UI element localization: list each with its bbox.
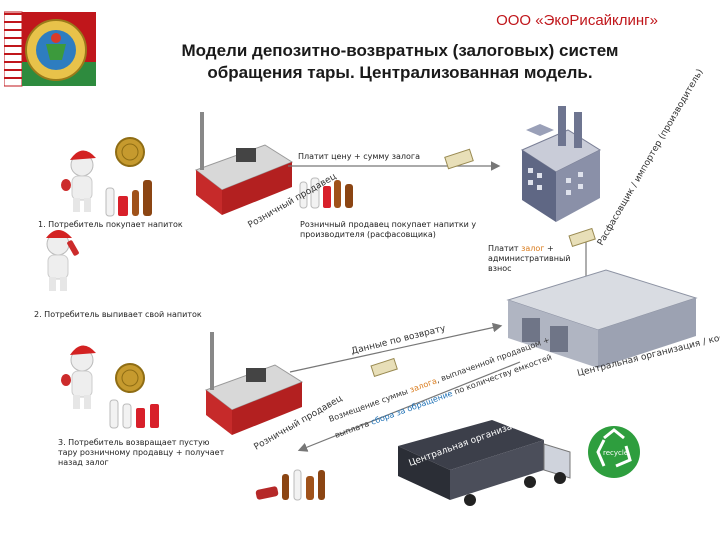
factory-icon <box>520 106 602 222</box>
consumer-figure-1 <box>61 150 96 212</box>
money-icon-1 <box>444 148 474 170</box>
empty-containers-icon <box>109 399 159 429</box>
company-name: ООО «ЭкоРисайклинг» <box>496 12 658 29</box>
pay-price-deposit-label: Платит цену + сумму залога <box>298 152 420 161</box>
coin-icon-1 <box>115 137 145 167</box>
step-3-label: 3. Потребитель возвращает пустую тару ро… <box>58 438 225 467</box>
recycle-label: recycle <box>603 449 628 457</box>
collection-truck-icon <box>398 420 571 506</box>
pays-deposit-label: Платит залог + административный взнос <box>488 244 571 273</box>
checkout-counter-icon-2 <box>204 332 304 435</box>
drinks-icon-1 <box>105 180 152 217</box>
title-line-2: обращения тары. Централизованная модель. <box>207 63 593 82</box>
retailer-buys-label: Розничный продавец покупает напитки у пр… <box>300 220 477 239</box>
coin-icon-2 <box>115 363 145 393</box>
drinks-icon-2 <box>299 177 353 209</box>
step-2-label: 2. Потребитель выпивает свой напиток <box>34 310 202 319</box>
consumer-figure-2 <box>46 230 79 291</box>
step-1-label: 1. Потребитель покупает напиток <box>38 220 183 229</box>
page-title: Модели депозитно-возвратных (залоговых) … <box>120 40 680 84</box>
money-icon-2 <box>568 227 596 248</box>
title-line-1: Модели депозитно-возвратных (залоговых) … <box>181 41 619 60</box>
checkout-counter-icon-1 <box>194 112 294 215</box>
coat-of-arms-logo <box>3 4 96 96</box>
recycle-icon <box>588 426 640 478</box>
crushed-containers-icon <box>255 469 325 501</box>
consumer-figure-3 <box>61 345 96 409</box>
central-warehouse-icon <box>506 269 698 368</box>
producer-label: Расфасовщик / импортер (производитель) <box>596 68 706 248</box>
money-icon-3 <box>370 357 398 378</box>
